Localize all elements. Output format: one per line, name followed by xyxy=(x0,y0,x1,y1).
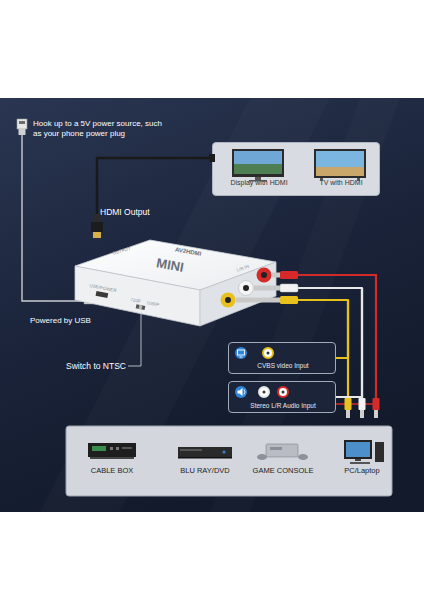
callout-text: Powered by USB xyxy=(30,316,120,326)
source-device: CABLE BOX xyxy=(75,438,149,478)
callout-text: Switch to NTSC xyxy=(66,361,136,371)
node-label: CABLE BOX xyxy=(91,467,134,476)
jack-hole xyxy=(225,297,231,303)
node-label: Display with HDMI xyxy=(230,179,287,187)
hdmi-plug-far xyxy=(209,154,215,162)
red-plug xyxy=(280,271,298,279)
red-audio-lead xyxy=(336,403,376,404)
node-label: BLU RAY/DVD xyxy=(180,467,229,476)
yellow-jack xyxy=(221,293,236,308)
port-label: OUTPUT xyxy=(112,246,131,256)
monitor-icon xyxy=(232,149,284,182)
power-note: Hook up to a 5V power source, such as yo… xyxy=(33,119,163,138)
device-side-face xyxy=(200,262,276,326)
node-label: TV with HDMI xyxy=(319,179,362,187)
hdmi-plug-tip xyxy=(93,232,101,238)
hdmi-plug-boot xyxy=(94,214,101,222)
rca-pin xyxy=(254,286,280,291)
port-label: USB/POWER xyxy=(89,283,117,294)
red-jack xyxy=(257,268,272,283)
game-console-icon xyxy=(257,444,308,460)
usb-plug xyxy=(17,119,27,129)
node-label: PC/Laptop xyxy=(344,467,379,476)
switch-position-label: 1080P xyxy=(146,300,160,308)
source-device: PC/Laptop xyxy=(325,438,399,478)
connector-label: HDMI Output xyxy=(100,207,150,217)
switch-position-label: 720P xyxy=(130,297,141,304)
rca-pin xyxy=(236,298,280,303)
brand-mark: MINI xyxy=(155,256,185,275)
input-box: Stereo L/R Audio Input xyxy=(228,381,336,413)
rca-pin xyxy=(272,273,280,278)
source-panel xyxy=(66,426,392,496)
source-device: BLU RAY/DVD xyxy=(168,438,242,478)
jack-hole xyxy=(261,272,267,278)
cable-box-icon xyxy=(88,443,136,459)
converter-device: AV2HDMIMINI xyxy=(72,236,278,328)
jack-hole xyxy=(243,285,249,291)
usb-plug-slot xyxy=(19,121,25,124)
switch-knob xyxy=(139,305,143,309)
node-label: AV2HDMI xyxy=(174,246,201,257)
red-audio-wire xyxy=(298,275,376,398)
tv-icon xyxy=(314,149,366,181)
dark-panel xyxy=(0,98,424,512)
node-label: Stereo L/R Audio Input xyxy=(250,402,315,409)
node-label: GAME CONSOLE xyxy=(253,467,314,476)
hdmi-plug-body xyxy=(91,222,103,232)
usb-plug-boot xyxy=(19,129,26,135)
input-box: CVBS video Input xyxy=(228,342,336,374)
white-jack xyxy=(239,281,254,296)
ntsc-switch xyxy=(136,304,146,310)
white-plug xyxy=(280,284,298,292)
audio-icons xyxy=(235,386,288,398)
pc-icon xyxy=(344,440,384,464)
hdmi-cable xyxy=(97,158,212,236)
port-label: L/R IN xyxy=(236,264,250,273)
bluray-player-icon xyxy=(178,447,232,459)
source-device: GAME CONSOLE xyxy=(246,438,320,478)
rca-plug-ends xyxy=(345,398,380,418)
usb-port xyxy=(96,291,109,298)
leader-line xyxy=(128,312,141,366)
yellow-plug xyxy=(280,296,298,304)
video-icons xyxy=(235,347,273,359)
display-panel: Display with HDMI TV with HDMI xyxy=(212,142,380,196)
device-front-face xyxy=(75,266,200,326)
node-label: CVBS video Input xyxy=(257,362,308,369)
